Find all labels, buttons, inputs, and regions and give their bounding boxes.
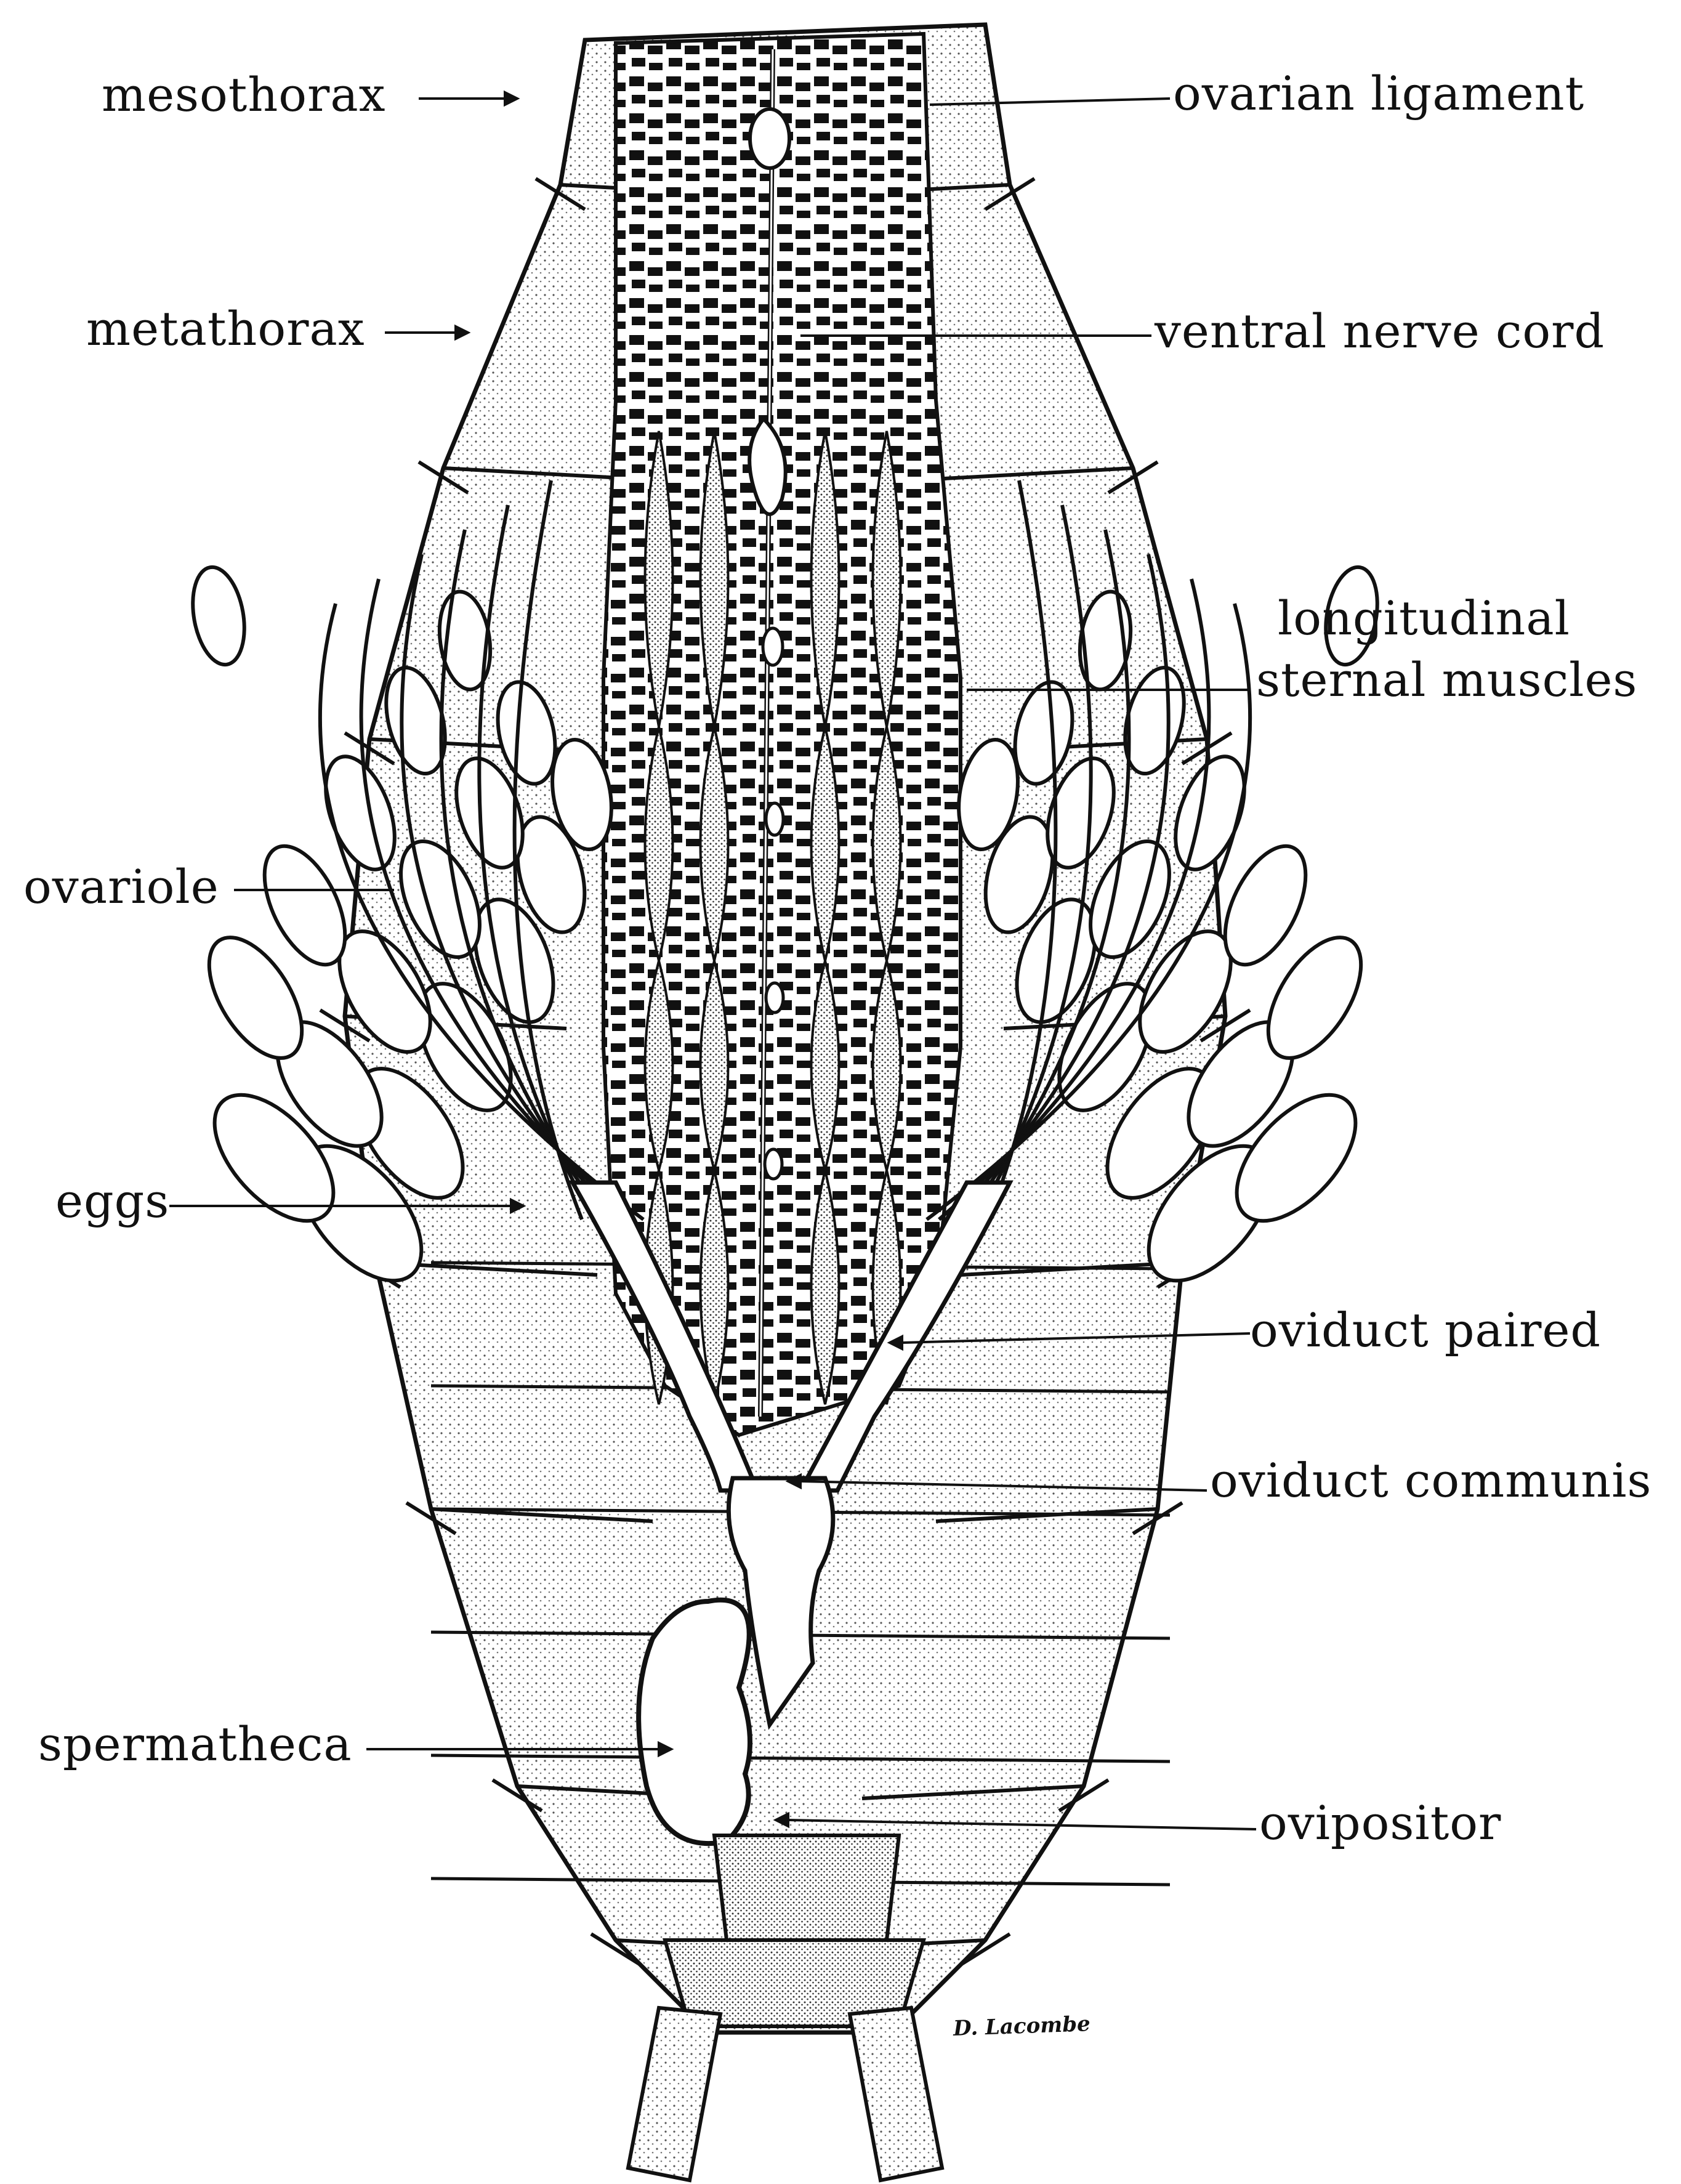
spermatheca: [639, 1600, 750, 1843]
label-sternal-muscles: sternal muscles: [1256, 654, 1637, 706]
label-ovariole: ovariole: [23, 861, 219, 913]
label-ovarian-ligament: ovarian ligament: [1173, 68, 1584, 119]
label-metathorax: metathorax: [86, 303, 365, 355]
label-oviduct-paired: oviduct paired: [1250, 1304, 1601, 1356]
label-mesothorax: mesothorax: [102, 69, 386, 121]
label-spermatheca: spermatheca: [38, 1718, 352, 1770]
egg: [186, 563, 252, 668]
label-longitudinal: longitudinal: [1278, 593, 1570, 644]
label-ventral-nerve-cord: ventral nerve cord: [1155, 305, 1605, 357]
label-eggs: eggs: [55, 1175, 169, 1227]
label-ovipositor: ovipositor: [1259, 1797, 1501, 1849]
label-oviduct-communis: oviduct communis: [1210, 1455, 1652, 1507]
artist-signature: D. Lacombe: [953, 2012, 1090, 2041]
